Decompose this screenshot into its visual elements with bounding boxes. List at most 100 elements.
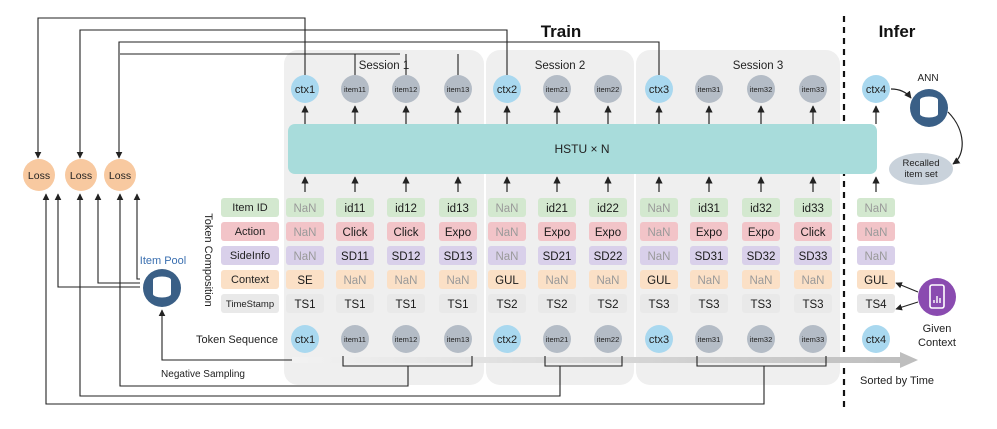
sideinfo-cell-4 [488,246,526,265]
item_id-cell-text-3: id13 [447,203,469,215]
row-label-timestamp: TimeStamp [226,299,274,310]
context-cell-0 [286,270,324,289]
action-cell-10 [794,222,832,241]
given-context-icon [918,278,956,316]
sorted-by-time-arrow [292,352,918,368]
recall-arrow [947,111,963,165]
row-label-context: Context [231,274,269,286]
sideinfo-cell-text-10: SD33 [799,251,828,263]
sideinfo-cell-text-7: NaN [647,251,670,263]
svg-text:item33: item33 [802,335,825,344]
item_id-cell-2 [387,198,425,217]
action-cell-7 [640,222,678,241]
action-cell-text-7: NaN [647,227,670,239]
item_id-cell-text-11: NaN [864,203,887,215]
recalled-item-set [889,153,953,185]
sideinfo-cell-text-5: SD21 [543,251,572,263]
item_id-cell-text-0: NaN [293,203,316,215]
timestamp-cell-8 [690,294,728,313]
top-token-item33: item33 [799,75,827,103]
item_id-cell-text-8: id31 [698,203,720,215]
top-token-item21: item21 [543,75,571,103]
sideinfo-cell-text-11: NaN [864,251,887,263]
hstu-input-arrows [301,176,880,192]
timestamp-cell-text-7: TS3 [648,299,669,311]
timestamp-cell-10 [794,294,832,313]
sideinfo-cell-8 [690,246,728,265]
timestamp-cell-text-1: TS1 [344,299,365,311]
top-token-ctx2: ctx2 [493,75,521,103]
svg-text:item22: item22 [597,85,620,94]
item_id-cell-text-5: id21 [546,203,568,215]
top-token-item22: item22 [594,75,622,103]
action-cell-text-3: Expo [445,227,471,239]
timestamp-cell-text-3: TS1 [447,299,468,311]
top-token-item31: item31 [695,75,723,103]
context-cell-text-1: NaN [343,275,366,287]
svg-text:item21: item21 [546,85,569,94]
item_id-cell-text-9: id32 [750,203,772,215]
context-cell-1 [336,270,374,289]
bottom-token-item13: item13 [444,325,472,353]
action-cell-2 [387,222,425,241]
negative-sampling-arrow [158,309,340,361]
svg-text:ctx1: ctx1 [295,334,315,346]
loss-input-lines [42,193,765,405]
context-cell-9 [742,270,780,289]
sideinfo-cell-6 [589,246,627,265]
timestamp-cell-9 [742,294,780,313]
svg-text:item31: item31 [698,85,721,94]
ann-arrow [890,88,912,99]
hstu-output-arrows [301,105,880,124]
item_id-cell-3 [439,198,477,217]
action-cell-9 [742,222,780,241]
svg-text:item12: item12 [395,85,418,94]
item_id-cell-11 [857,198,895,217]
svg-text:Loss: Loss [109,170,131,182]
loss-connectors [34,17,660,159]
svg-text:ctx3: ctx3 [649,334,669,346]
svg-text:item21: item21 [546,335,569,344]
action-cell-0 [286,222,324,241]
infer-header: Infer [879,22,916,41]
sideinfo-cell-5 [538,246,576,265]
timestamp-cell-6 [589,294,627,313]
context-cell-7 [640,270,678,289]
sideinfo-cell-7 [640,246,678,265]
context-cell-text-8: NaN [697,275,720,287]
item_id-cell-1 [336,198,374,217]
timestamp-cell-text-11: TS4 [865,299,887,311]
given-context-arrows [895,282,919,311]
item_id-cell-10 [794,198,832,217]
row-label-sideinfo: SideInfo [230,250,270,262]
train-header: Train [541,22,582,41]
context-cell-text-5: NaN [545,275,568,287]
top-token-item32: item32 [747,75,775,103]
action-cell-1 [336,222,374,241]
context-cell-8 [690,270,728,289]
row-labels: Item ID Action SideInfo Context TimeStam… [221,198,279,313]
timestamp-cell-5 [538,294,576,313]
token-composition-label: Token Composition [202,213,214,307]
item_id-cell-text-7: NaN [647,203,670,215]
bottom-token-item31: item31 [695,325,723,353]
timestamp-cell-7 [640,294,678,313]
context-cell-text-2: NaN [394,275,417,287]
top-token-ctx3: ctx3 [645,75,673,103]
item_id-cell-text-4: NaN [495,203,518,215]
action-cell-text-10: Click [801,227,826,239]
context-cell-text-9: NaN [749,275,772,287]
token-sequence-label: Token Sequence [196,334,278,346]
action-cell-text-9: Expo [748,227,774,239]
context-cell-10 [794,270,832,289]
bottom-token-item32: item32 [747,325,775,353]
timestamp-cell-3 [439,294,477,313]
svg-text:Loss: Loss [70,170,92,182]
context-cell-6 [589,270,627,289]
row-label-item-id: Item ID [232,202,268,214]
item_id-cell-8 [690,198,728,217]
sideinfo-cell-text-2: SD12 [392,251,421,263]
context-cell-text-3: NaN [446,275,469,287]
item_id-cell-6 [589,198,627,217]
